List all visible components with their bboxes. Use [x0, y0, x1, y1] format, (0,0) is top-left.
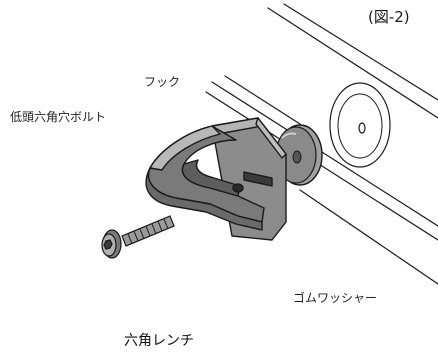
- hook: [145, 117, 287, 241]
- bolt-threads: [127, 218, 169, 245]
- bolt-label: 低頭六角穴ボルト: [10, 110, 107, 124]
- hex-wrench-label: 六角レンチ: [124, 333, 194, 349]
- wall-panel: [205, 3, 438, 285]
- figure-number: (図-2): [368, 8, 410, 26]
- hook-label: フック: [144, 75, 181, 89]
- panel-hole: [329, 82, 391, 168]
- bolt: [101, 215, 175, 259]
- rubber-washer-label: ゴムワッシャー: [293, 291, 378, 305]
